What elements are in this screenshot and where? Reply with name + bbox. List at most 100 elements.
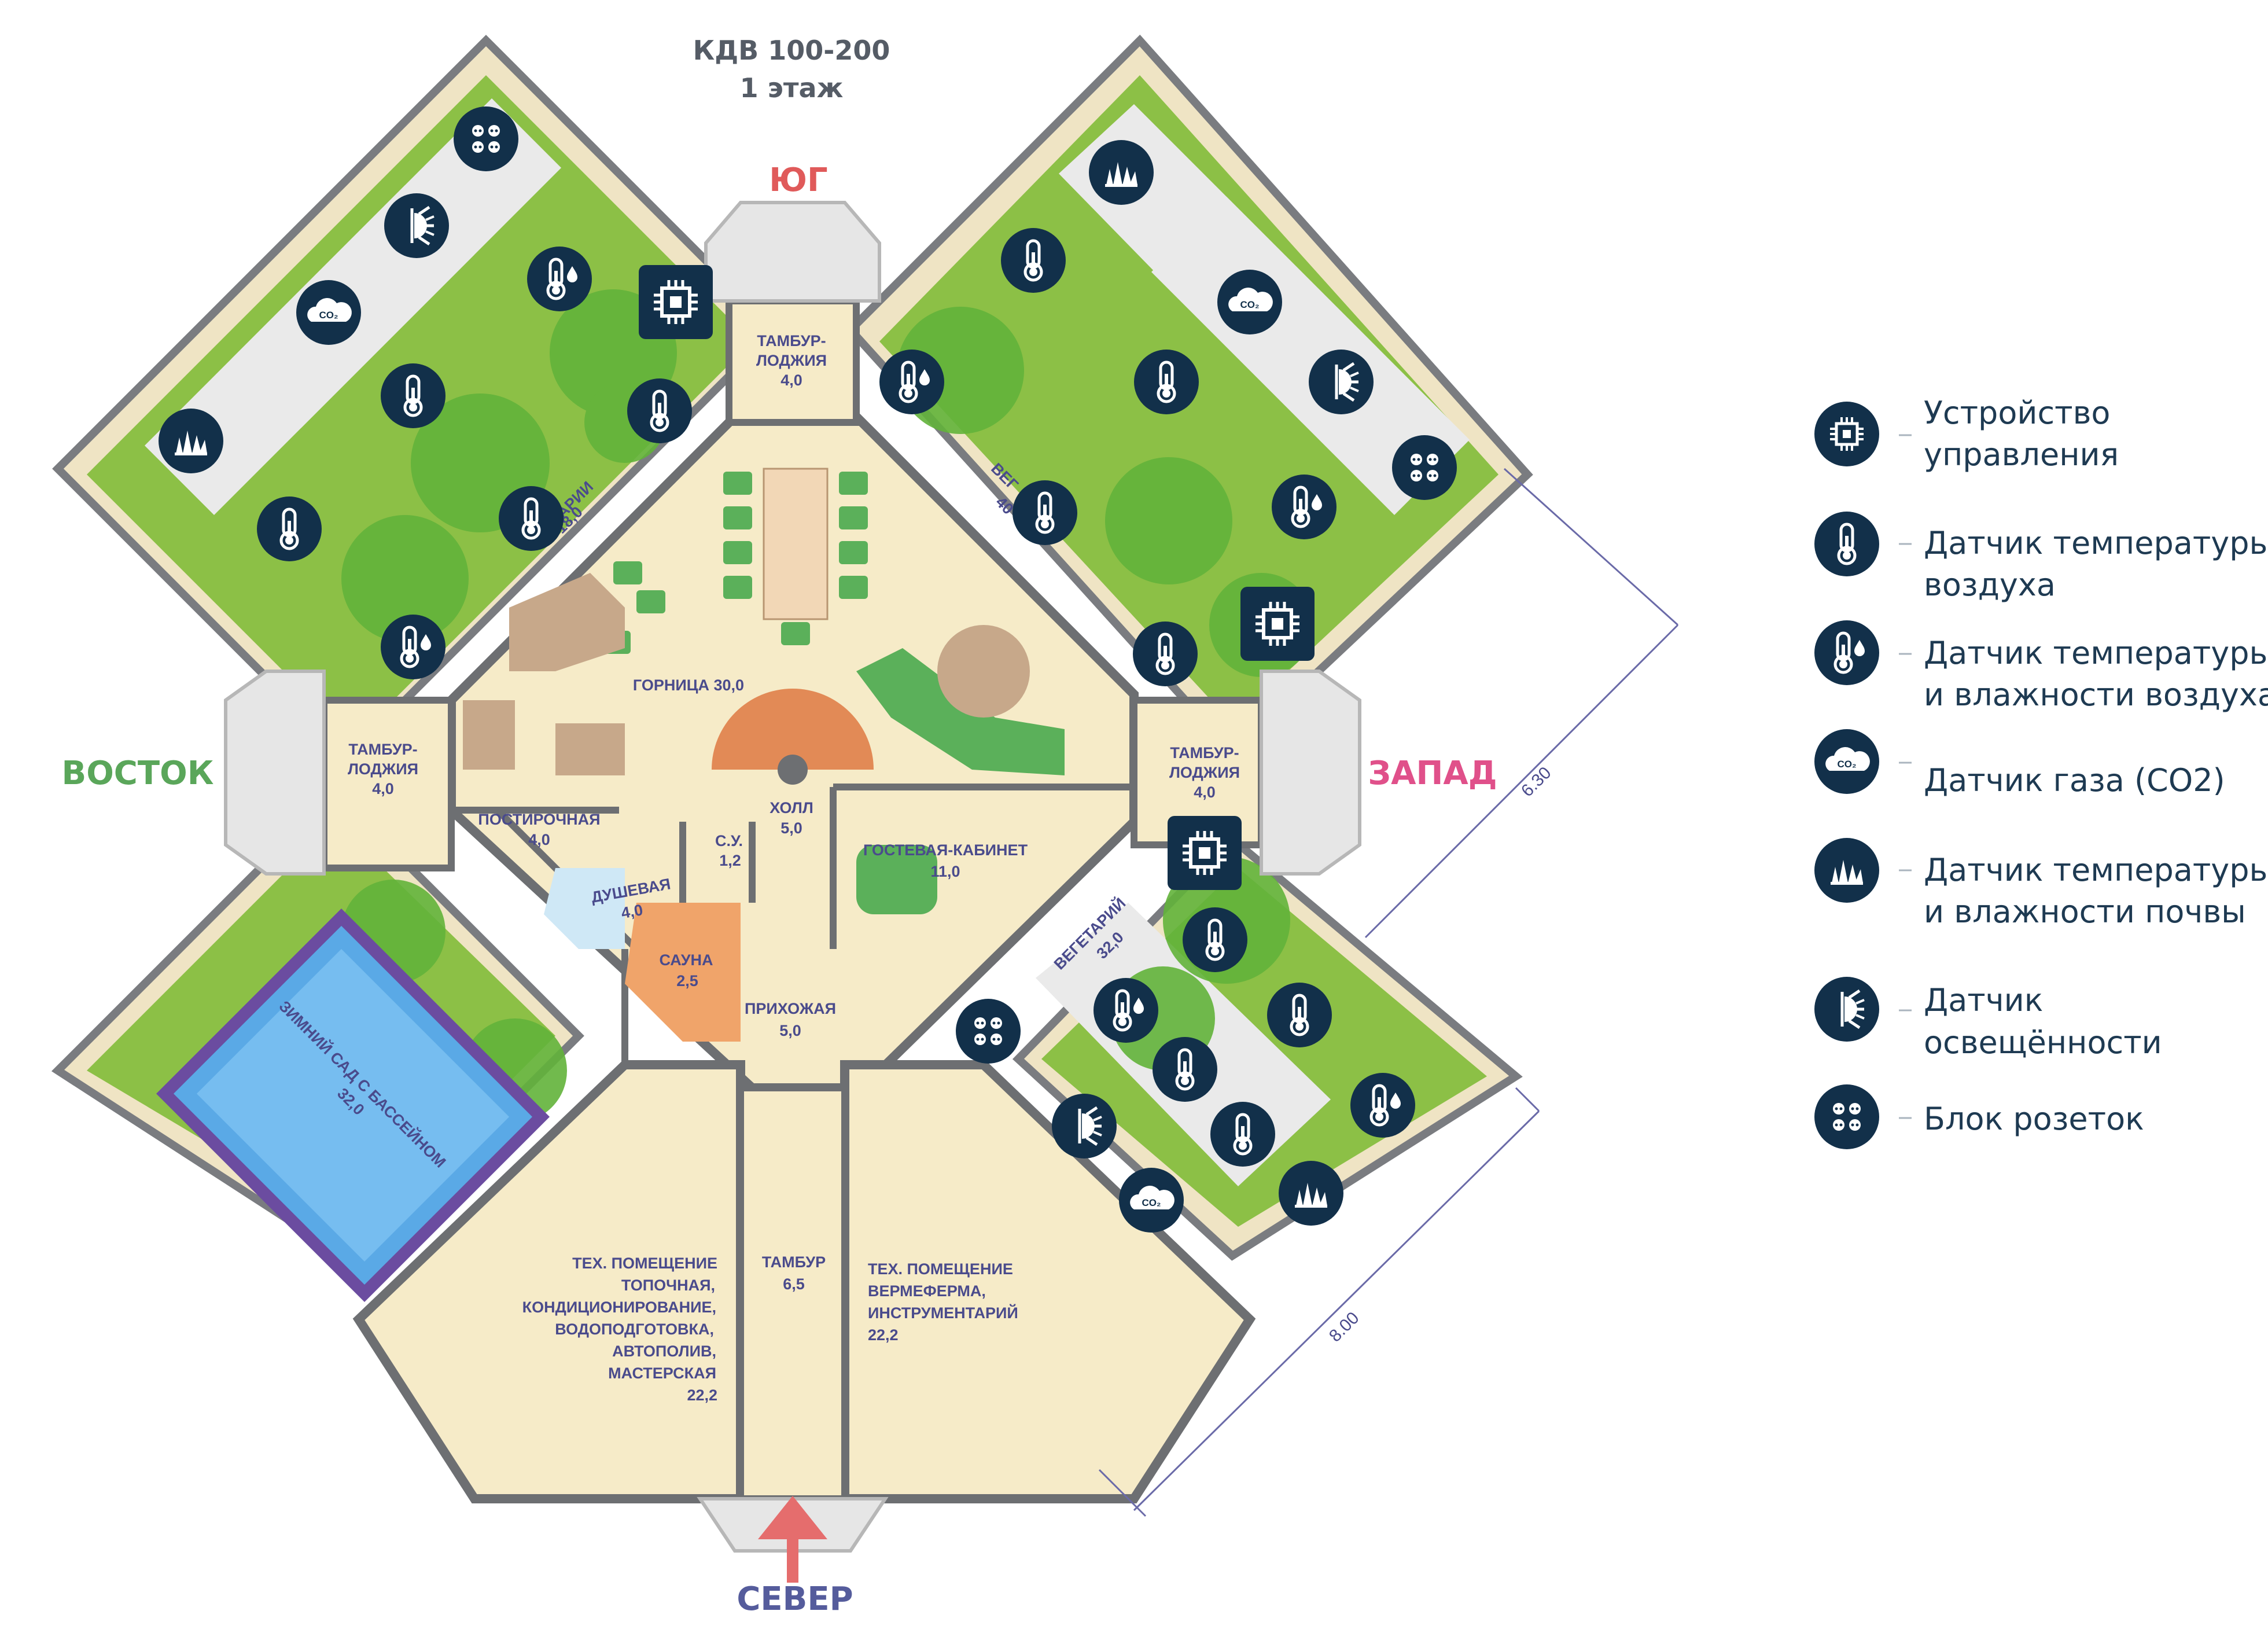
legend-item-controller: Устройство управления (1814, 395, 2119, 473)
thermometer-drop-icon[interactable] (1094, 978, 1158, 1043)
legend-label-2a: Датчик температуры (1924, 525, 2268, 561)
legend: Устройство управления Датчик температуры… (1814, 395, 2268, 1149)
direction-south: ЮГ (769, 161, 827, 199)
label-tech-left-2: ТОПОЧНАЯ, (621, 1277, 715, 1294)
dimension-6-30: 6.30 (1518, 763, 1555, 801)
thermometer-drop-icon[interactable] (1350, 1073, 1415, 1138)
label-tambur-west-1: ТАМБУР- (1170, 744, 1239, 762)
grass-icon[interactable] (159, 409, 223, 473)
co2-cloud-icon[interactable] (1217, 270, 1282, 334)
thermometer-drop-icon (1814, 620, 1879, 685)
direction-north: СЕВЕР (737, 1580, 853, 1618)
co2-cloud-icon[interactable] (1119, 1168, 1184, 1233)
dimension-8-00: 8.00 (1326, 1308, 1363, 1346)
thermometer-icon[interactable] (257, 496, 322, 561)
light-sensor-icon[interactable] (1052, 1094, 1117, 1158)
direction-west: ЗАПАД (1368, 755, 1497, 792)
controller-icon[interactable] (639, 265, 713, 339)
plan-title: КДВ 100-200 (693, 35, 890, 66)
legend-label-1b: управления (1924, 436, 2119, 473)
label-prikhozhaya-1: ПРИХОЖАЯ (745, 1000, 836, 1017)
thermometer-icon[interactable] (1267, 983, 1332, 1047)
label-tambur-north-2: 6,5 (783, 1275, 805, 1293)
label-gornitsa: ГОРНИЦА 30,0 (633, 676, 744, 694)
thermometer-icon[interactable] (381, 363, 446, 428)
label-sauna-1: САУНА (659, 951, 713, 969)
legend-label-3a: Датчик температуры (1924, 635, 2268, 671)
plan-floor: 1 этаж (740, 72, 844, 104)
legend-item-air-temp-humidity: Датчик температуры и влажности воздуха (1814, 620, 2268, 713)
legend-label-4a: Датчик газа (CO2) (1924, 762, 2225, 799)
legend-label-7a: Блок розеток (1924, 1101, 2144, 1137)
light-sensor-icon[interactable] (1309, 350, 1374, 414)
thermometer-drop-icon[interactable] (527, 247, 592, 311)
direction-east: ВОСТОК (62, 755, 214, 792)
label-kholl-1: ХОЛЛ (770, 799, 813, 817)
co2-cloud-icon[interactable] (296, 280, 361, 345)
controller-icon[interactable] (1168, 816, 1242, 890)
legend-label-5b: и влажности почвы (1924, 893, 2246, 930)
socket-block-icon[interactable] (956, 999, 1021, 1064)
label-tech-left-5: АВТОПОЛИВ, (612, 1343, 716, 1360)
legend-label-2b: воздуха (1924, 567, 2056, 603)
legend-label-3b: и влажности воздуха (1924, 676, 2268, 713)
label-sauna-2: 2,5 (676, 972, 698, 990)
label-prikhozhaya-2: 5,0 (779, 1022, 801, 1039)
legend-item-air-temp: Датчик температуры воздуха (1814, 512, 2268, 603)
legend-label-6a: Датчик (1924, 982, 2043, 1018)
dimension-lines (1098, 468, 1679, 1517)
thermometer-icon[interactable] (627, 378, 692, 443)
socket-block-icon (1814, 1084, 1879, 1149)
label-tambur-south-2: ЛОДЖИЯ (756, 352, 827, 369)
label-tambur-east-2: ЛОДЖИЯ (348, 760, 418, 778)
legend-label-5a: Датчик температуры (1924, 852, 2268, 888)
label-su-1: С.У. (715, 832, 743, 849)
label-tambur-north-1: ТАМБУР (762, 1253, 826, 1271)
label-su-2: 1,2 (719, 852, 741, 869)
controller-icon[interactable] (1240, 587, 1315, 661)
label-tambur-east-1: ТАМБУР- (348, 741, 417, 758)
thermometer-icon[interactable] (499, 486, 564, 551)
thermometer-icon (1814, 512, 1879, 576)
thermometer-drop-icon[interactable] (1272, 475, 1337, 539)
grass-icon[interactable] (1279, 1161, 1343, 1226)
legend-item-soil: Датчик температуры и влажности почвы (1814, 838, 2268, 930)
label-postirochnaya-1: ПОСТИРОЧНАЯ (478, 811, 600, 828)
thermometer-icon[interactable] (1013, 480, 1077, 545)
thermometer-icon[interactable] (1183, 907, 1247, 972)
label-tech-right-2: ВЕРМЕФЕРМА, (868, 1282, 986, 1300)
thermometer-icon[interactable] (1134, 350, 1199, 414)
label-postirochnaya-2: 4,0 (528, 831, 550, 848)
building (224, 201, 1361, 1553)
entrance-arrow-icon (758, 1496, 827, 1583)
label-tech-right-3: ИНСТРУМЕНТАРИЙ (868, 1304, 1018, 1322)
thermometer-icon[interactable] (1210, 1102, 1275, 1167)
co2-cloud-icon (1814, 729, 1879, 794)
legend-item-co2: Датчик газа (CO2) (1814, 729, 2225, 799)
label-gostevaya-2: 11,0 (930, 863, 960, 880)
light-sensor-icon[interactable] (384, 193, 449, 258)
label-tambur-south-3: 4,0 (780, 372, 802, 389)
label-dushevaya-2: 4,0 (620, 901, 644, 922)
legend-item-sockets: Блок розеток (1814, 1084, 2144, 1149)
legend-item-light: Датчик освещённости (1814, 977, 2162, 1061)
label-tech-left-7: 22,2 (687, 1386, 717, 1404)
socket-block-icon[interactable] (454, 106, 518, 171)
label-tambur-west-3: 4,0 (1194, 784, 1216, 801)
socket-block-icon[interactable] (1392, 435, 1457, 500)
thermometer-icon[interactable] (1001, 228, 1066, 293)
light-sensor-icon (1814, 977, 1879, 1042)
label-tech-right-1: ТЕХ. ПОМЕЩЕНИЕ (868, 1260, 1013, 1278)
thermometer-drop-icon[interactable] (879, 350, 944, 414)
label-tech-right-4: 22,2 (868, 1326, 899, 1344)
grass-icon (1814, 838, 1879, 903)
legend-label-6b: освещённости (1924, 1024, 2162, 1061)
thermometer-drop-icon[interactable] (381, 615, 446, 679)
label-tech-left-6: МАСТЕРСКАЯ (608, 1365, 716, 1382)
thermometer-icon[interactable] (1153, 1037, 1217, 1102)
label-gostevaya-1: ГОСТЕВАЯ-КАБИНЕТ (863, 841, 1028, 859)
thermometer-icon[interactable] (1133, 621, 1198, 686)
label-tech-left-4: ВОДОПОДГОТОВКА, (555, 1321, 714, 1338)
grass-icon[interactable] (1089, 140, 1154, 205)
